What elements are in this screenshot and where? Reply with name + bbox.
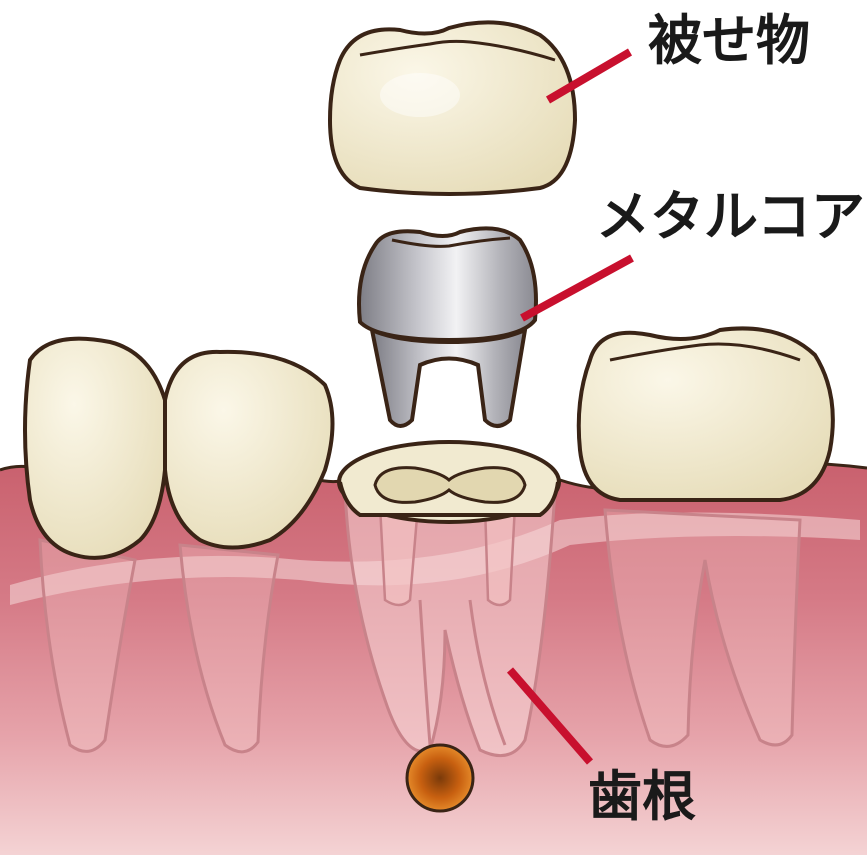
metal-core (359, 228, 536, 426)
label-metal-core: メタルコア (596, 190, 865, 244)
left-tooth-1 (25, 339, 165, 558)
right-tooth (579, 328, 833, 500)
leader-line-core (522, 258, 632, 318)
infection-spot (407, 745, 473, 811)
label-root: 歯根 (588, 770, 696, 824)
dental-crown (330, 22, 575, 194)
label-crown: 被せ物 (648, 14, 810, 68)
